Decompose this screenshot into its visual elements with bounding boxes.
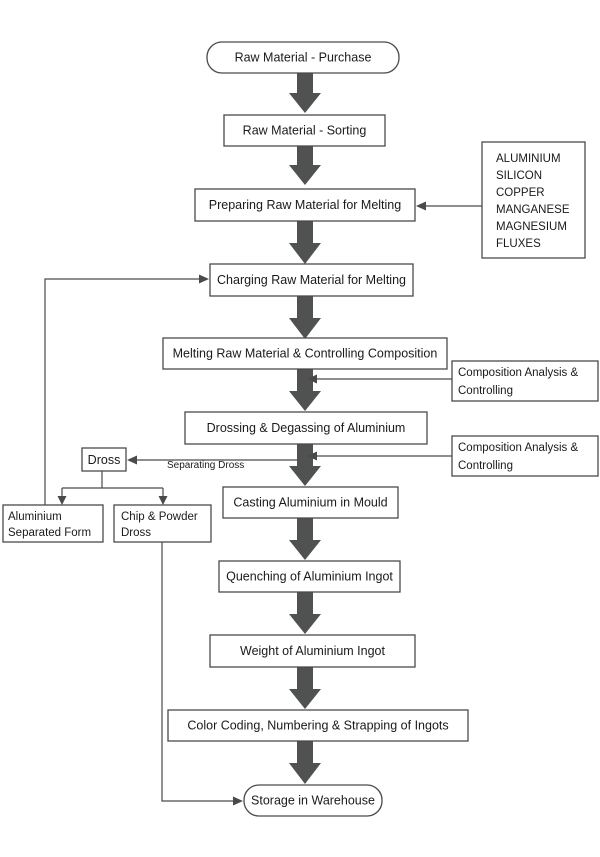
flow-arrows bbox=[289, 73, 321, 784]
separated-form-line-2: Separated Form bbox=[8, 527, 91, 539]
materials-box: ALUMINIUM SILICON COPPER MANGANESE MAGNE… bbox=[481, 141, 586, 259]
separating-dross-arrowhead bbox=[127, 455, 137, 465]
material-item: SILICON bbox=[496, 170, 542, 182]
step-charging-label: Charging Raw Material for Melting bbox=[217, 273, 406, 287]
composition-analysis-box-1: Composition Analysis & Controlling bbox=[451, 360, 599, 402]
step-weight-label: Weight of Aluminium Ingot bbox=[240, 644, 386, 658]
material-item: FLUXES bbox=[496, 238, 541, 250]
step-quenching-label: Quenching of Aluminium Ingot bbox=[226, 570, 393, 584]
arrow-charging-to-melting bbox=[289, 296, 321, 339]
material-item: COPPER bbox=[496, 187, 545, 199]
arrow-preparing-to-charging bbox=[289, 221, 321, 264]
arrow-coding-to-storage bbox=[289, 741, 321, 784]
step-storage: Storage in Warehouse bbox=[243, 784, 383, 817]
step-charging: Charging Raw Material for Melting bbox=[209, 263, 414, 297]
composition-analysis-box-2: Composition Analysis & Controlling bbox=[451, 435, 599, 477]
step-preparing-label: Preparing Raw Material for Melting bbox=[209, 198, 401, 212]
arrow-quenching-to-weight bbox=[289, 592, 321, 634]
material-item: MAGNESIUM bbox=[496, 221, 567, 233]
step-melting-label: Melting Raw Material & Controlling Compo… bbox=[173, 347, 438, 361]
composition-2-line-2: Controlling bbox=[458, 460, 513, 472]
chip-to-storage-arrowhead bbox=[233, 796, 243, 806]
step-raw-sorting-label: Raw Material - Sorting bbox=[243, 124, 367, 138]
step-quenching: Quenching of Aluminium Ingot bbox=[218, 560, 401, 593]
material-item: ALUMINIUM bbox=[496, 153, 561, 165]
aluminium-separated-form-box: Aluminium Separated Form bbox=[2, 504, 104, 543]
materials-arrowhead bbox=[416, 201, 426, 211]
material-item: MANGANESE bbox=[496, 204, 570, 216]
step-drossing-label: Drossing & Degassing of Aluminium bbox=[207, 421, 406, 435]
arrow-purchase-to-sorting bbox=[289, 73, 321, 113]
arrow-drossing-to-casting bbox=[289, 444, 321, 486]
dross-left-arrowhead bbox=[57, 496, 67, 505]
step-raw-purchase-label: Raw Material - Purchase bbox=[235, 51, 372, 65]
recycle-loop-connector bbox=[44, 278, 200, 505]
composition-1-line-2: Controlling bbox=[458, 385, 513, 397]
arrow-casting-to-quenching bbox=[289, 518, 321, 560]
connector-lines bbox=[44, 201, 482, 806]
step-preparing: Preparing Raw Material for Melting bbox=[194, 188, 416, 222]
chip-powder-line-1: Chip & Powder bbox=[121, 511, 198, 523]
separated-form-line-1: Aluminium bbox=[8, 511, 62, 523]
step-raw-sorting: Raw Material - Sorting bbox=[223, 114, 386, 147]
step-raw-purchase: Raw Material - Purchase bbox=[206, 41, 400, 74]
separating-dross-label: Separating Dross bbox=[167, 460, 244, 471]
composition-1-arrowhead bbox=[307, 374, 317, 384]
step-storage-label: Storage in Warehouse bbox=[251, 794, 375, 808]
arrow-weight-to-coding bbox=[289, 667, 321, 709]
step-casting: Casting Aluminium in Mould bbox=[222, 486, 399, 519]
step-coding-label: Color Coding, Numbering & Strapping of I… bbox=[187, 719, 448, 733]
recycle-loop-arrowhead bbox=[199, 274, 209, 284]
step-weight: Weight of Aluminium Ingot bbox=[209, 634, 416, 668]
step-melting: Melting Raw Material & Controlling Compo… bbox=[162, 337, 448, 370]
composition-1-line-1: Composition Analysis & bbox=[458, 367, 578, 379]
composition-2-line-1: Composition Analysis & bbox=[458, 442, 578, 454]
dross-box: Dross bbox=[81, 447, 127, 472]
step-casting-label: Casting Aluminium in Mould bbox=[233, 496, 387, 510]
chip-powder-line-2: Dross bbox=[121, 527, 151, 539]
composition-2-arrowhead bbox=[307, 451, 317, 461]
chip-powder-dross-box: Chip & Powder Dross bbox=[113, 504, 212, 543]
dross-label: Dross bbox=[88, 453, 121, 467]
step-drossing: Drossing & Degassing of Aluminium bbox=[184, 411, 428, 445]
chip-to-storage-connector bbox=[161, 542, 234, 802]
arrow-sorting-to-preparing bbox=[289, 146, 321, 185]
dross-right-arrowhead bbox=[158, 496, 168, 505]
step-coding: Color Coding, Numbering & Strapping of I… bbox=[167, 709, 469, 742]
